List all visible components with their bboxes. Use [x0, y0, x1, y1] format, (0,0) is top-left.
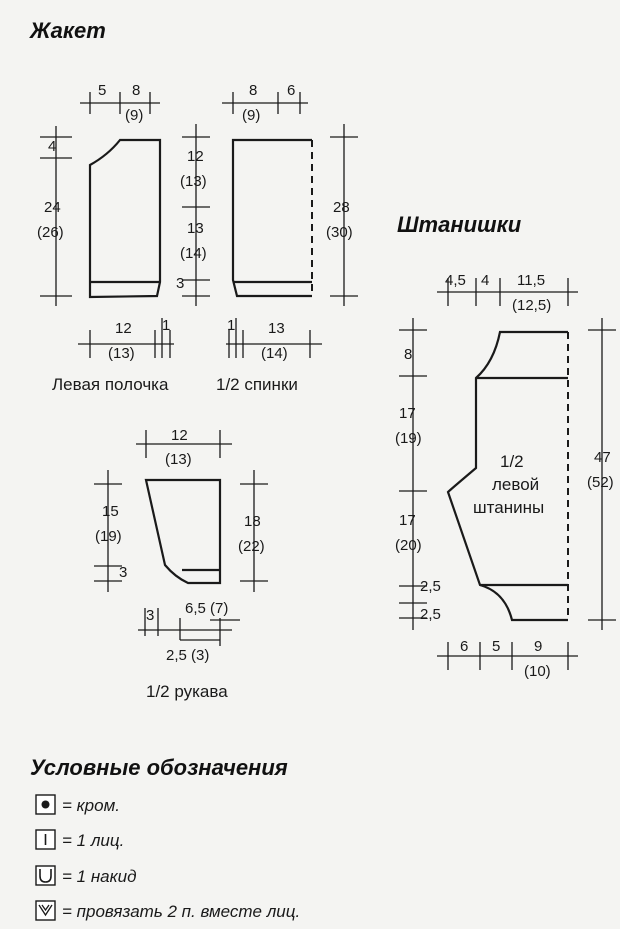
half-back-piece	[231, 138, 313, 298]
left-front-caption: Левая полочка	[52, 375, 169, 394]
half-back-dimensions: 8 (9) 6 12 (13) 13 (14) 3 28 (30) 1 13 (…	[176, 82, 358, 362]
legend-text-yarnover: = 1 накид	[62, 867, 137, 886]
hb-bottom-w-alt: (14)	[261, 345, 288, 362]
pants-left-h4: 2,5	[420, 578, 441, 595]
lf-top-w2: 8	[132, 82, 140, 99]
legend-text-knit: = 1 лиц.	[62, 831, 124, 850]
pants-top-w2: 4	[481, 272, 489, 289]
pants-left-h3-alt: (20)	[395, 537, 422, 554]
hb-left-h1: 12	[187, 148, 204, 165]
pants-bottom-w3-alt: (10)	[524, 663, 551, 680]
hs-bottom-c: 2,5 (3)	[166, 647, 209, 664]
half-sleeve-outline	[144, 478, 222, 585]
legend-item-yarnover: = 1 накид	[35, 865, 137, 886]
pants-piece	[446, 330, 569, 622]
pants-top-w3: 11,5	[517, 272, 545, 289]
hs-bottom-a: 3	[146, 607, 154, 624]
pants-left-h1: 8	[404, 346, 412, 363]
half-sleeve-dimensions: 12 (13) 15 (19) 3 18 (22) 3 6,5 (7) 2,5 …	[94, 427, 268, 664]
pants-label-3: штанины	[473, 498, 544, 517]
hb-bottom-w: 13	[268, 320, 285, 337]
half-sleeve-piece	[144, 478, 222, 585]
pants-left-h2-alt: (19)	[395, 430, 422, 447]
hs-left-h1-alt: (19)	[95, 528, 122, 545]
pants-top-w3-alt: (12,5)	[512, 297, 551, 314]
legend-text-k2tog: = провязать 2 п. вместе лиц.	[62, 902, 300, 921]
pants-bottom-w2: 5	[492, 638, 500, 655]
hs-right-h-alt: (22)	[238, 538, 265, 555]
pants-left-h5: 2,5	[420, 606, 441, 623]
hb-right-h: 28	[333, 199, 350, 216]
left-front-dimensions: 5 8 (9) 4 24 (26) 12 (13) 1	[37, 82, 174, 362]
pants-bottom-w1: 6	[460, 638, 468, 655]
hb-left-h2: 13	[187, 220, 204, 237]
hb-left-h3: 3	[176, 275, 184, 292]
half-back-outline	[231, 138, 312, 298]
legend-item-k2tog: = провязать 2 п. вместе лиц.	[35, 900, 300, 921]
left-front-outline	[88, 138, 162, 299]
legend-item-edge: = кром.	[35, 794, 120, 815]
lf-bottom-w-alt: (13)	[108, 345, 135, 362]
half-sleeve-caption: 1/2 рукава	[146, 682, 228, 701]
hs-top-w: 12	[171, 427, 188, 444]
pants-left-h2: 17	[399, 405, 416, 422]
hs-left-h1: 15	[102, 503, 119, 520]
pants-bottom-w3: 9	[534, 638, 542, 655]
hs-bottom-b: 6,5 (7)	[185, 600, 228, 617]
left-front-piece	[88, 138, 162, 299]
hb-bottom-edge: 1	[227, 317, 235, 334]
legend-title: Условные обозначения	[30, 755, 288, 780]
lf-h-main: 24	[44, 199, 61, 216]
legend-item-knit: = 1 лиц.	[35, 829, 124, 850]
hs-left-h2: 3	[119, 564, 127, 581]
hs-top-w-alt: (13)	[165, 451, 192, 468]
pants-label-2: левой	[492, 475, 539, 494]
lf-top-w1: 5	[98, 82, 106, 99]
hs-right-h: 18	[244, 513, 261, 530]
jacket-title: Жакет	[29, 18, 106, 43]
lf-h-top: 4	[48, 138, 56, 155]
legend-text-edge: = кром.	[62, 796, 120, 815]
lf-h-main-alt: (26)	[37, 224, 64, 241]
hb-top-w1-alt: (9)	[242, 107, 260, 124]
pants-title: Штанишки	[397, 212, 522, 237]
hb-top-w1: 8	[249, 82, 257, 99]
lf-bottom-w: 12	[115, 320, 132, 337]
lf-bottom-edge: 1	[162, 317, 170, 334]
lf-top-w2-alt: (9)	[125, 107, 143, 124]
pants-dimensions: 4,5 4 11,5 (12,5) 8 17 (19) 17 (20) 2,5 …	[395, 272, 616, 680]
pants-top-w1: 4,5	[445, 272, 466, 289]
pants-label-1: 1/2	[500, 452, 524, 471]
pants-left-h3: 17	[399, 512, 416, 529]
pants-right-h: 47	[594, 449, 611, 466]
hb-right-h-alt: (30)	[326, 224, 353, 241]
hb-left-h1-alt: (13)	[180, 173, 207, 190]
hb-top-w2: 6	[287, 82, 295, 99]
half-back-caption: 1/2 спинки	[216, 375, 298, 394]
pants-right-h-alt: (52)	[587, 474, 614, 491]
hb-left-h2-alt: (14)	[180, 245, 207, 262]
pants-outline	[446, 330, 568, 622]
